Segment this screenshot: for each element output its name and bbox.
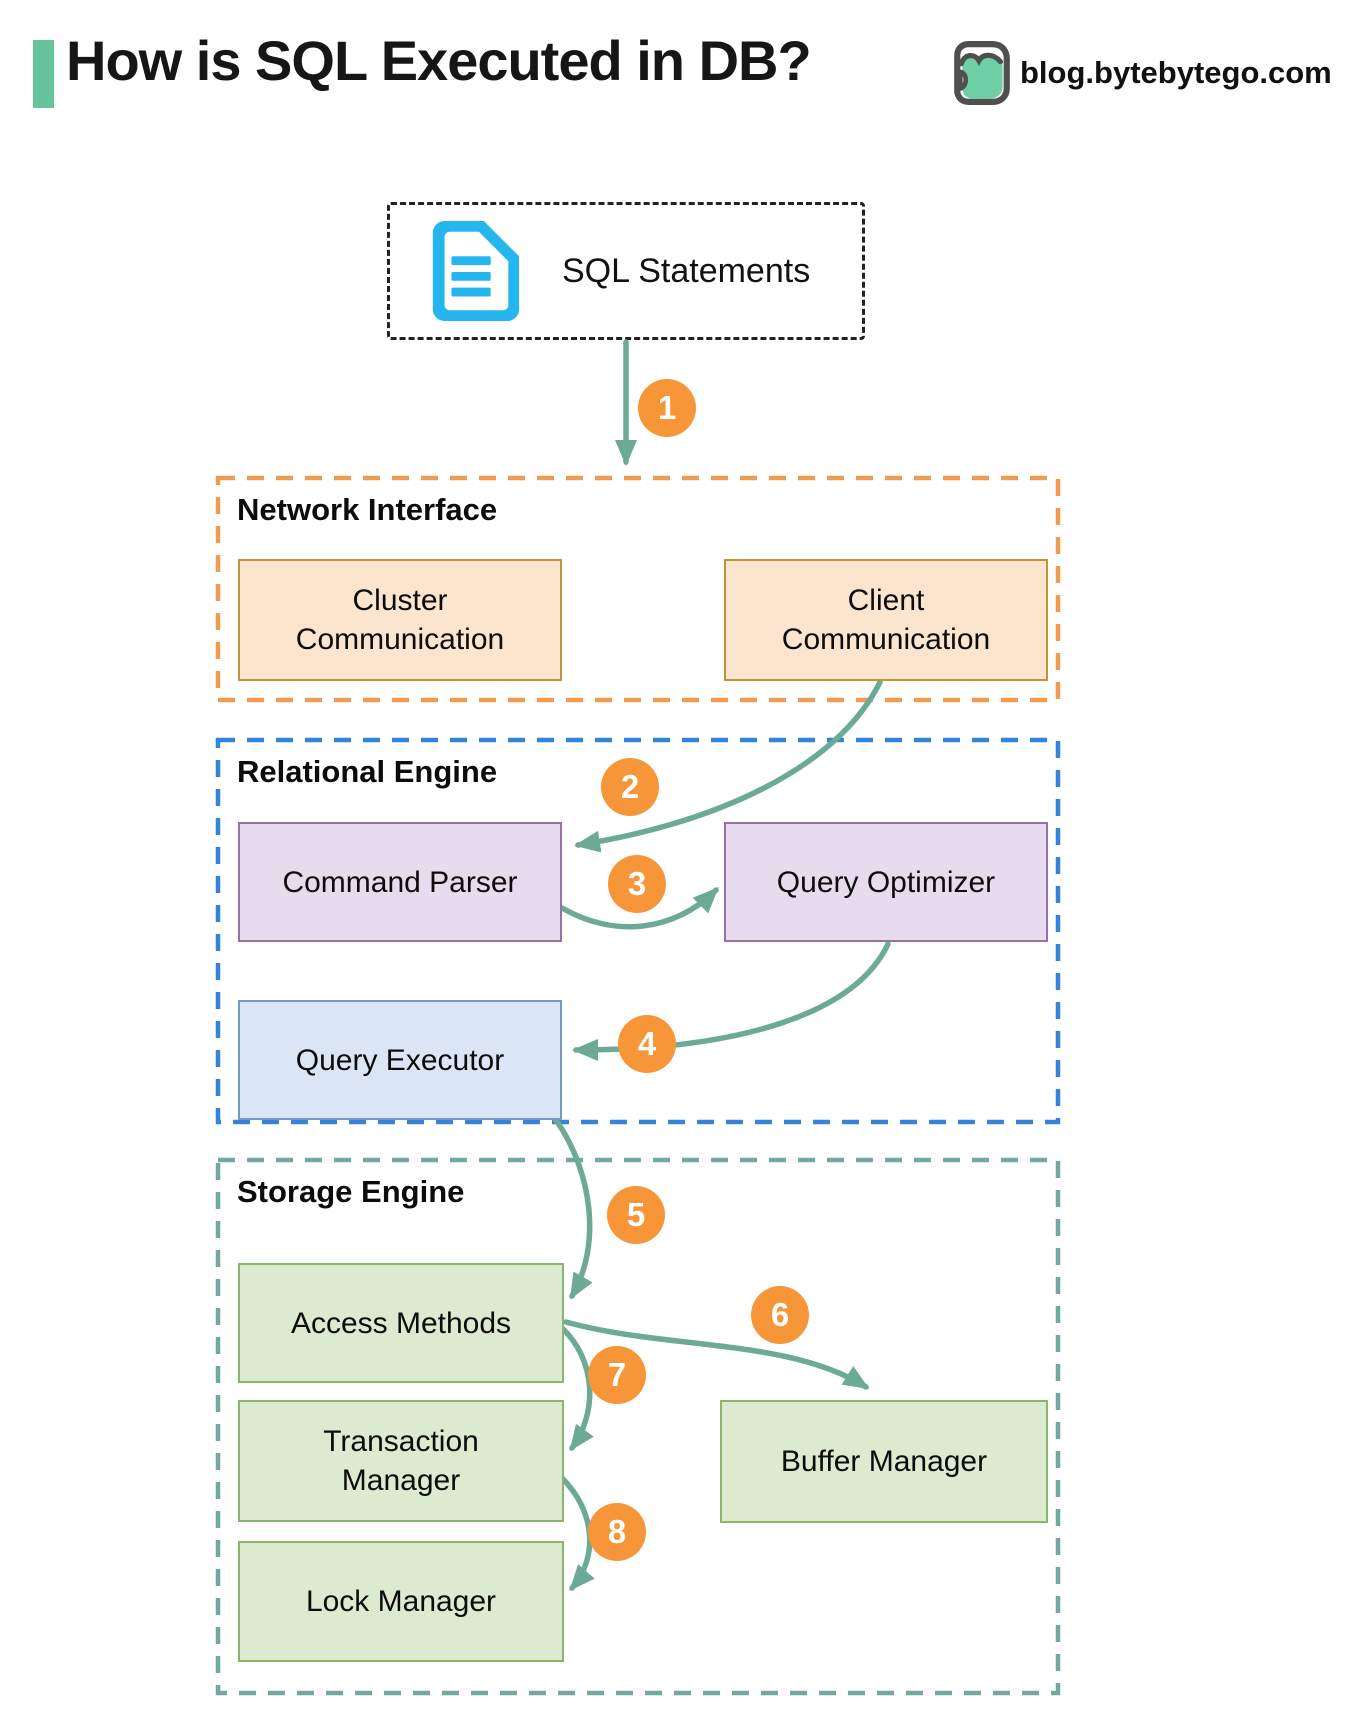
node-lock-manager: Lock Manager [238, 1541, 564, 1662]
step-badge-4: 4 [618, 1015, 676, 1073]
step-badge-2: 2 [601, 758, 659, 816]
step-badge-1: 1 [638, 379, 696, 437]
node-client-communication: Client Communication [724, 559, 1048, 681]
node-query-optimizer: Query Optimizer [724, 822, 1048, 942]
bytebytego-logo-icon [954, 41, 1010, 105]
section-label-relational-engine: Relational Engine [237, 754, 498, 789]
title-accent-bar [33, 40, 54, 108]
arrow-step-7 [559, 1325, 594, 1452]
sql-statements-label: SQL Statements [562, 251, 811, 290]
brand-url: blog.bytebytego.com [1020, 55, 1332, 90]
step-badge-7: 7 [588, 1346, 646, 1404]
node-access-methods: Access Methods [238, 1263, 564, 1383]
node-command-parser: Command Parser [238, 822, 562, 942]
section-label-network-interface: Network Interface [237, 492, 498, 527]
section-label-storage-engine: Storage Engine [237, 1174, 465, 1209]
page-title: How is SQL Executed in DB? [66, 29, 812, 92]
step-badge-3: 3 [608, 855, 666, 913]
document-icon [432, 221, 520, 321]
arrow-step-8 [559, 1475, 595, 1592]
step-badge-5: 5 [607, 1186, 665, 1244]
step-badge-8: 8 [588, 1503, 646, 1561]
node-cluster-communication: Cluster Communication [238, 559, 562, 681]
node-buffer-manager: Buffer Manager [720, 1400, 1048, 1523]
sql-statements-box: SQL Statements [387, 202, 865, 340]
node-transaction-manager: Transaction Manager [238, 1400, 564, 1522]
step-badge-6: 6 [751, 1286, 809, 1344]
node-query-executor: Query Executor [238, 1000, 562, 1120]
brand: blog.bytebytego.com [950, 40, 1332, 106]
